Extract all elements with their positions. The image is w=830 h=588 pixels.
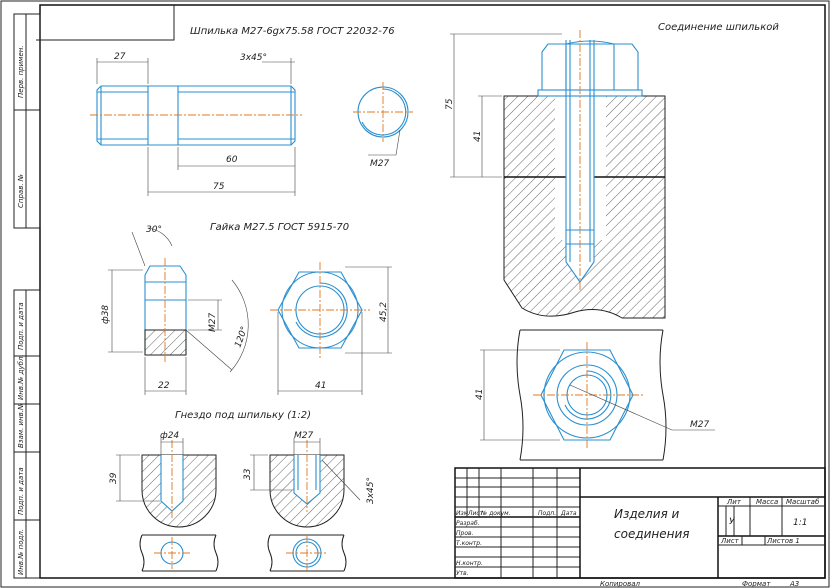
dim-chamfer-stud: 3x45° [240,53,267,63]
dim-chamfer-socket: 3x45° [366,477,376,504]
stamp-podp1: Подп. и дата [17,302,25,350]
title-block: Изм Лист № докум. Подп. Дата Разраб. Про… [454,467,826,579]
stamp-vzam: Взам. инв.№ [17,403,25,448]
dim-27: 27 [114,52,126,62]
dim-39: 39 [109,472,119,484]
stud-front-view: 27 3x45° 60 75 [90,52,302,196]
socket-title: Гнездо под шпильку (1:2) [175,410,311,421]
tb-name-line1: Изделия и [614,507,680,521]
tb-role-prov: Пров. [456,530,474,537]
footer-format: Формат [742,580,771,588]
tb-sheets: Листов 1 [766,537,800,545]
tb-role-tkontr: Т.контр. [456,540,482,547]
tb-head-list: Лист [467,510,484,517]
nut-side-view: 30° ф38 M27 120° 22 [101,225,250,395]
stamp-dubl: Инв.№ дубл. [17,354,25,400]
footer-format-val: А3 [789,580,799,588]
tb-sheet: Лист [720,537,740,545]
tb-role-nkontr: Н.контр. [456,560,483,567]
joint-title: Соединение шпилькой [658,22,779,33]
dim-22: 22 [158,381,170,391]
nut-title: Гайка М27.5 ГОСТ 5915-70 [210,222,349,233]
dim-41-nut: 41 [315,381,326,391]
dim-joint-41: 41 [473,131,483,142]
tb-lit-val: У [729,517,735,527]
top-stamp-box [40,5,175,41]
side-stamp: Перв. примен. Справ. № Подп. и дата Инв.… [13,13,41,579]
dim-joint-75: 75 [445,98,455,110]
tb-head-izm: Изм [456,510,469,517]
dim-30deg: 30° [146,225,162,235]
socket-left: ф24 39 [109,431,217,528]
footer-copied: Копировал [600,580,641,588]
tb-scale-val: 1:1 [793,518,807,528]
nut-top-view: 45,2 41 [270,262,392,395]
dim-33: 33 [243,468,253,480]
tb-head-podp: Подп. [538,510,556,517]
stamp-podp2: Подп. и дата [17,467,25,515]
dim-75: 75 [213,182,225,192]
socket-right: M27 33 3x45° [243,431,376,528]
tb-scale: Масштаб [786,498,820,506]
stud-title: Шпилька М27-6gx75.58 ГОСТ 22032-76 [190,26,395,37]
tb-head-data: Дата [560,510,577,517]
tb-mass: Масса [756,498,778,506]
stamp-sprav: Справ. № [17,174,25,208]
dim-joint-plan-41: 41 [475,389,485,400]
stamp-podl: Инв.№ подл. [17,529,25,575]
dim-120deg: 120° [233,325,250,349]
tb-lit: Лит [726,498,742,506]
tb-head-doc: № докум. [480,510,511,517]
dim-45-2: 45,2 [379,302,389,322]
stamp-perv: Перв. примен. [17,45,25,98]
dim-60: 60 [226,155,238,165]
tb-role-razrab: Разраб. [456,520,480,527]
socket-plan-views [139,534,347,572]
joint-section: 75 41 [445,30,666,319]
joint-plan-view: 41 M27 [475,329,715,461]
tb-name-line2: соединения [614,527,690,541]
dim-m27-socket: M27 [294,431,313,441]
dim-phi38: ф38 [101,305,111,324]
dim-m27-nut: M27 [208,313,218,332]
tb-role-utv: Утв. [456,570,469,577]
dim-phi24: ф24 [160,431,179,441]
dim-m27-end: M27 [370,159,389,169]
dim-joint-m27: M27 [690,420,709,430]
stud-end-view: M27 [353,82,413,169]
